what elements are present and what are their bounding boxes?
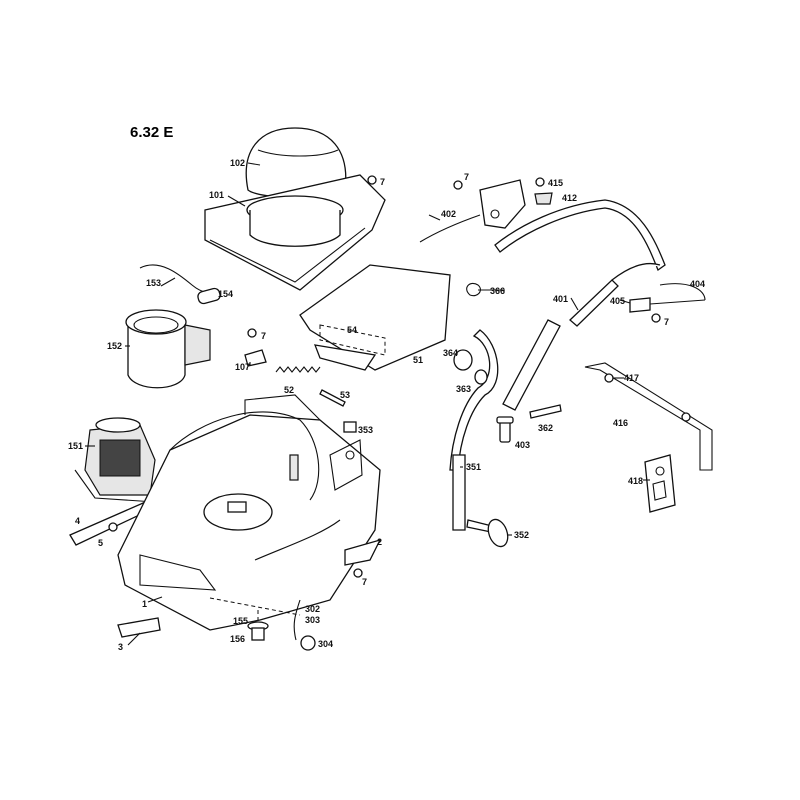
part-405-clamp (629, 297, 706, 313)
label-353: 353 (358, 425, 373, 435)
label-404: 404 (690, 279, 705, 289)
part-5-screw (108, 522, 118, 532)
part-401-mid-tube (502, 319, 561, 411)
part-351-lower-handle (449, 329, 499, 531)
label-366: 366 (490, 286, 505, 296)
label-303: 303 (305, 615, 320, 625)
label-7-switch: 7 (464, 172, 469, 182)
label-412: 412 (562, 193, 577, 203)
label-352: 352 (514, 530, 529, 540)
part-401-upper-handle (494, 199, 666, 327)
label-53: 53 (340, 390, 350, 400)
part-7-screw (353, 568, 363, 578)
part-302-303-rod (293, 599, 301, 641)
model-title: 6.32 E (130, 124, 173, 141)
label-107: 107 (235, 362, 250, 372)
part-362-bolt (529, 404, 562, 419)
label-151: 151 (68, 441, 83, 451)
part-101-cover (204, 174, 386, 291)
part-52-spring (275, 366, 321, 373)
label-54: 54 (347, 325, 357, 335)
label-152: 152 (107, 341, 122, 351)
part-366-clip (466, 282, 481, 297)
label-1: 1 (142, 599, 147, 609)
part-7-screw (367, 175, 377, 185)
label-418: 418 (628, 476, 643, 486)
label-7-bracket: 7 (261, 331, 266, 341)
label-362: 362 (538, 423, 553, 433)
part-304-cap (300, 635, 316, 651)
label-7-cover: 7 (380, 177, 385, 187)
part-7-screw (453, 180, 463, 190)
label-7-deck: 7 (362, 577, 367, 587)
label-3: 3 (118, 642, 123, 652)
label-416: 416 (613, 418, 628, 428)
label-2: 2 (377, 537, 382, 547)
label-102: 102 (230, 158, 245, 168)
label-101: 101 (209, 190, 224, 200)
label-402: 402 (441, 209, 456, 219)
part-415-nut (535, 177, 545, 187)
label-351: 351 (466, 462, 481, 472)
part-152-motor-housing (125, 309, 211, 389)
part-53-rod (319, 389, 346, 407)
part-364-washer (453, 349, 473, 371)
label-403: 403 (515, 440, 530, 450)
part-416-bail (584, 362, 713, 471)
part-151-motor (74, 417, 156, 503)
part-7-screw (651, 313, 661, 323)
label-417: 417 (624, 373, 639, 383)
part-352-knob (466, 518, 509, 548)
label-4: 4 (75, 516, 80, 526)
label-52: 52 (284, 385, 294, 395)
assembly-guide-line (209, 597, 301, 616)
label-363: 363 (456, 384, 471, 394)
label-415: 415 (548, 178, 563, 188)
label-401: 401 (553, 294, 568, 304)
part-363-washer (474, 369, 488, 385)
part-1-deck (117, 394, 381, 631)
part-403-bolt (496, 416, 514, 443)
part-412-knob (534, 192, 553, 205)
label-51: 51 (413, 355, 423, 365)
part-155-156-bolt (247, 621, 269, 641)
label-156: 156 (230, 634, 245, 644)
label-153: 153 (146, 278, 161, 288)
label-154: 154 (218, 289, 233, 299)
part-418-plate (644, 454, 676, 513)
label-155: 155 (233, 616, 248, 626)
part-353-clip (343, 421, 357, 433)
part-154-capacitor (197, 287, 221, 305)
part-2-guide (344, 538, 382, 566)
part-3-plate (117, 617, 161, 638)
label-304: 304 (318, 639, 333, 649)
leader-lines (85, 162, 650, 646)
part-404-cable (659, 283, 706, 301)
label-5: 5 (98, 538, 103, 548)
part-402-switch (419, 179, 526, 243)
part-51-flap (299, 264, 451, 371)
label-7-handle: 7 (664, 317, 669, 327)
label-405: 405 (610, 296, 625, 306)
part-labels: 1 2 3 4 5 7 7 7 7 7 51 52 53 54 101 102 … (68, 158, 705, 652)
label-302: 302 (305, 604, 320, 614)
label-364: 364 (443, 348, 458, 358)
